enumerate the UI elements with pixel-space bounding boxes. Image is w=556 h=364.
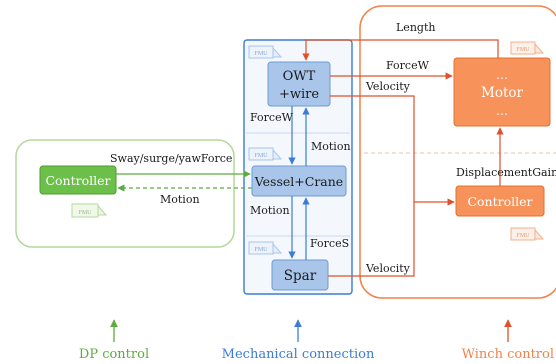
- fmu-tag-icon: FMU: [510, 41, 545, 55]
- winch-controller-label: Controller: [467, 194, 532, 209]
- fmu-tag-icon: FMU: [248, 241, 283, 255]
- fmu-tag-icon: FMU: [248, 147, 283, 161]
- owt-label: OWT: [283, 69, 316, 84]
- velocity-top-arrow: [330, 95, 455, 206]
- dp-control-panel: [15, 139, 235, 248]
- fmu-tag-icon: FMU: [71, 203, 108, 218]
- sway-surge-yaw-label: Sway/surge/yawForce: [110, 152, 232, 165]
- vessel-crane-block: [251, 165, 347, 197]
- dp-controller-block: [39, 165, 117, 195]
- length-arrow: [302, 39, 499, 61]
- dp-controller-label: Controller: [45, 173, 110, 188]
- winch-control-caption: Winch control: [462, 347, 554, 362]
- motor-ellipsis-top: …: [496, 68, 508, 82]
- displacement-gain-label: DisplacementGain: [456, 166, 556, 179]
- owt-wire-label: +wire: [279, 87, 319, 102]
- fmu-tag-label: FMU: [78, 210, 92, 216]
- fmu-tag-icon: FMU: [510, 227, 545, 241]
- spar-block: [271, 259, 329, 291]
- motion-lower-label: Motion: [250, 204, 290, 217]
- fmu-tag-label: FMU: [254, 247, 268, 253]
- forcew-top-label: ForceW: [386, 59, 430, 72]
- owt-wire-block: [267, 61, 331, 107]
- length-label: Length: [396, 21, 435, 34]
- spar-label: Spar: [284, 268, 317, 284]
- velocity-bottom-label: Velocity: [365, 262, 411, 275]
- motor-block: [453, 57, 551, 127]
- velocity-bottom-arrow: [328, 202, 415, 277]
- motor-label: Motor: [481, 85, 524, 101]
- fmu-tag-label: FMU: [516, 233, 530, 239]
- motion-upper-label: Motion: [311, 140, 351, 153]
- motion-dp-label: Motion: [160, 193, 200, 206]
- vessel-crane-label: Vessel+Crane: [254, 174, 343, 189]
- fmu-tag-label: FMU: [254, 51, 268, 57]
- forcew-left-label: ForceW: [250, 111, 294, 124]
- fmu-tag-icon: FMU: [248, 45, 283, 59]
- fmu-tag-label: FMU: [254, 153, 268, 159]
- forces-label: ForceS: [310, 237, 349, 250]
- velocity-top-label: Velocity: [365, 80, 411, 93]
- dp-control-caption: DP control: [79, 347, 149, 362]
- fmu-tag-label: FMU: [516, 47, 530, 53]
- mechanical-connection-caption: Mechanical connection: [222, 347, 375, 362]
- motor-ellipsis-bottom: …: [496, 104, 508, 118]
- winch-control-panel: [359, 5, 556, 299]
